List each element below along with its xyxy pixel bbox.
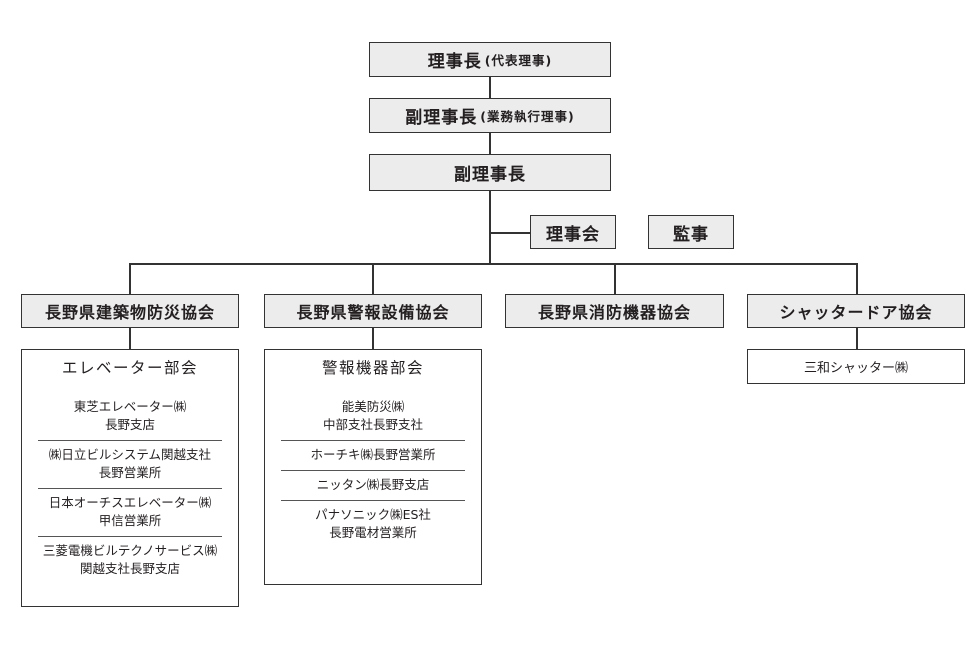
board-title: 理事会 [546,224,600,245]
member-line: パナソニック㈱ES社 [315,507,431,522]
association-box: シャッタードア協会 [747,294,965,328]
subgroup-header: エレベーター部会 [21,349,239,384]
connector-line [372,264,374,294]
vice-chairman-exec-title: 副理事長 [405,108,478,128]
connector-line [129,263,858,265]
auditor-box: 監事 [648,215,734,249]
member-line: 甲信営業所 [98,513,162,528]
connector-line [856,264,858,294]
connector-line [129,327,131,349]
association-name: シャッタードア協会 [779,303,933,322]
list-item: ニッタン㈱長野支店 [281,470,465,500]
association-box: 長野県建築物防災協会 [21,294,239,328]
association-name: 長野県消防機器協会 [537,303,691,322]
association-name: 長野県建築物防災協会 [44,303,215,322]
member-line: 長野営業所 [98,465,162,480]
member-line: 中部支社長野支社 [322,417,423,432]
chairman-box: 理事長 (代表理事) [369,42,611,77]
connector-line [489,132,491,154]
chairman-note: (代表理事) [484,53,553,68]
subgroup-header: 警報機器部会 [264,349,482,384]
connector-line [856,327,858,349]
member-list: 能美防災㈱ 中部支社長野支社 ホーチキ㈱長野営業所 ニッタン㈱長野支店 パナソニ… [264,383,482,585]
member-line: ㈱日立ビルシステム関越支社 [48,447,212,462]
association-box: 長野県警報設備協会 [264,294,482,328]
subgroup-name: 警報機器部会 [321,358,424,377]
association-name: 長野県警報設備協会 [296,303,450,322]
connector-line [129,264,131,294]
member-line: 能美防災㈱ [341,399,405,414]
member-line: 三菱電機ビルテクノサービス㈱ [42,543,218,558]
member-line: 東芝エレベーター㈱ [73,399,187,414]
member-list: 東芝エレベーター㈱ 長野支店 ㈱日立ビルシステム関越支社 長野営業所 日本オーチ… [21,383,239,607]
connector-line [372,327,374,349]
list-item: 東芝エレベーター㈱ 長野支店 [38,393,222,440]
association-box: 長野県消防機器協会 [505,294,724,328]
list-item: ㈱日立ビルシステム関越支社 長野営業所 [38,440,222,488]
list-item: ホーチキ㈱長野営業所 [281,440,465,470]
member-line: 長野支店 [104,417,155,432]
member-line: 関越支社長野支店 [79,561,180,576]
list-item: 日本オーチスエレベーター㈱ 甲信営業所 [38,488,222,536]
connector-line [614,264,616,294]
vice-chairman-title: 副理事長 [454,165,526,185]
member-line: 長野電材営業所 [329,525,417,540]
vice-chairman-exec-note: (業務執行理事) [480,109,575,124]
member-line: ニッタン㈱長野支店 [316,477,430,492]
member-box: 三和シャッター㈱ [747,349,965,384]
auditor-title: 監事 [673,224,709,245]
member-line: 三和シャッター㈱ [803,361,908,376]
list-item: パナソニック㈱ES社 長野電材営業所 [281,500,465,548]
member-line: 日本オーチスエレベーター㈱ [48,495,212,510]
connector-line [489,190,491,264]
connector-line [489,76,491,98]
subgroup-name: エレベーター部会 [61,358,198,377]
board-box: 理事会 [530,215,616,249]
list-item: 三菱電機ビルテクノサービス㈱ 関越支社長野支店 [38,536,222,584]
vice-chairman-exec-box: 副理事長 (業務執行理事) [369,98,611,133]
connector-line [490,232,530,234]
member-line: ホーチキ㈱長野営業所 [310,447,436,462]
chairman-title: 理事長 [427,52,482,72]
vice-chairman-box: 副理事長 [369,154,611,191]
list-item: 能美防災㈱ 中部支社長野支社 [281,393,465,440]
